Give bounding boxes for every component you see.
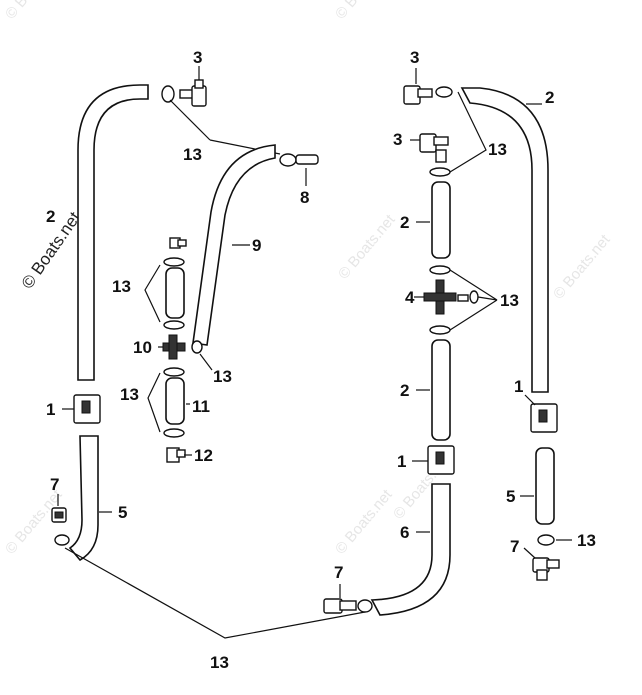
filter-1-right-outer [524, 394, 558, 433]
callout-13: 13 [500, 291, 519, 310]
fitting-7-right [523, 534, 572, 581]
callout-5: 5 [506, 487, 515, 506]
filter-1-right-inner [412, 445, 455, 475]
fitting-7-left [51, 494, 70, 546]
callout-11: 11 [192, 397, 210, 416]
hose-6 [370, 483, 451, 616]
callout-8: 8 [300, 188, 309, 207]
watermark: © Boats.net [335, 211, 399, 283]
fitting-8 [279, 153, 319, 186]
callout-12: 12 [194, 446, 213, 465]
hose-2-right-upper [416, 167, 451, 259]
callout-10: 10 [133, 338, 152, 357]
fitting-3-right-second [410, 133, 449, 163]
leader [449, 91, 487, 173]
fitting-7-mid [323, 584, 373, 614]
callout-13: 13 [488, 140, 507, 159]
callout-3: 3 [410, 48, 419, 67]
watermark: © Boats.net [332, 486, 396, 558]
fitting-12 [166, 447, 192, 463]
watermark: © Boats.net [550, 231, 614, 303]
callout-2: 2 [400, 213, 409, 232]
callout-13: 13 [210, 653, 229, 672]
callout-7: 7 [510, 537, 519, 556]
callout-7: 7 [50, 475, 59, 494]
callout-2: 2 [545, 88, 554, 107]
hose-2-right-mid [416, 339, 451, 441]
callout-2: 2 [46, 207, 55, 226]
callout-1: 1 [397, 452, 406, 471]
callout-9: 9 [252, 236, 261, 255]
callout-7: 7 [334, 563, 343, 582]
leader [199, 353, 213, 371]
watermark: © Boats.net [2, 0, 66, 23]
callout-13: 13 [183, 145, 202, 164]
fitting-10 [158, 334, 203, 360]
callout-3: 3 [393, 130, 402, 149]
leader [147, 372, 161, 433]
callout-5: 5 [118, 503, 127, 522]
callout-13: 13 [112, 277, 131, 296]
callout-13: 13 [213, 367, 232, 386]
hose-9 [192, 144, 276, 346]
fitting-3-top-left [161, 66, 207, 107]
callout-1: 1 [514, 377, 523, 396]
hose-11 [163, 367, 190, 438]
callout-2: 2 [400, 381, 409, 400]
fitting-4 [414, 265, 479, 335]
callout-1: 1 [46, 400, 55, 419]
callout-13: 13 [577, 531, 596, 550]
callout-13: 13 [120, 385, 139, 404]
leader [144, 264, 161, 323]
callout-4: 4 [405, 288, 415, 307]
watermark: © Boats.net [332, 0, 396, 23]
fitting-3-right-top [403, 68, 453, 105]
hose-5-left [68, 435, 112, 562]
hose-5-right [520, 447, 555, 525]
leader [169, 99, 211, 141]
leader [64, 547, 366, 639]
filter-1-left [62, 394, 101, 424]
callout-3: 3 [193, 48, 202, 67]
short-hose-upper [163, 237, 187, 330]
hose-2-right-outer [460, 87, 549, 393]
callout-6: 6 [400, 523, 409, 542]
leader [449, 269, 498, 331]
hose-2-left [77, 84, 149, 381]
